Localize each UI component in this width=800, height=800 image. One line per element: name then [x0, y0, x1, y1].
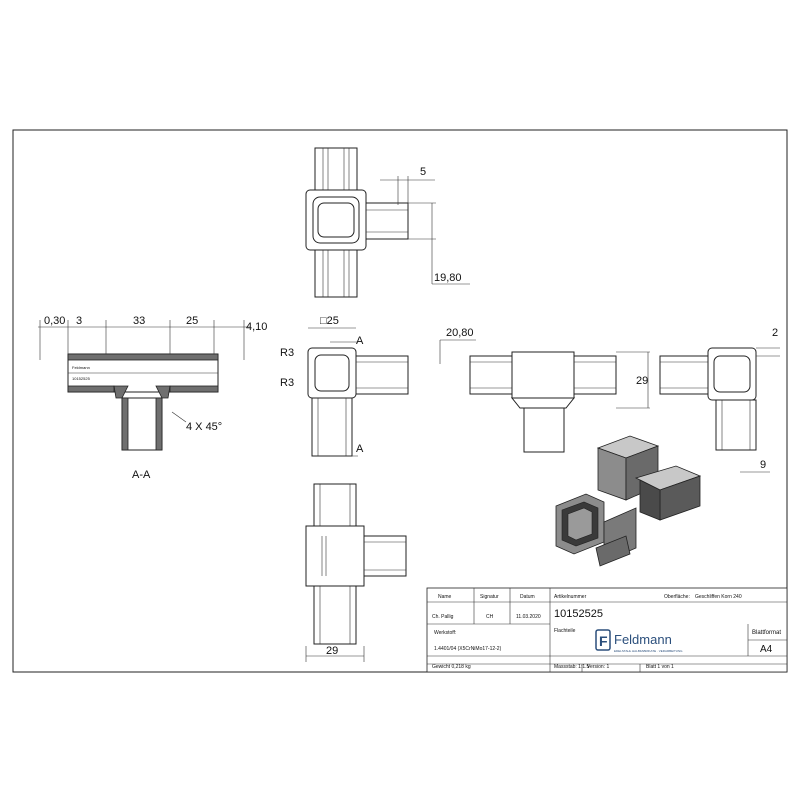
bottom-view: 29	[305, 483, 407, 662]
dim-end-9: 9	[760, 459, 766, 471]
tb-material-value: 1.4401/04 (X5CrNiMo17-12-2)	[434, 646, 502, 652]
tb-material-label: Werkstoff:	[434, 630, 456, 636]
end-view: 2 9	[659, 327, 780, 473]
dim-square-25: □25	[320, 315, 339, 327]
dim-height-19-80: 19,80	[434, 272, 462, 284]
side-view: 20,80 29	[439, 327, 650, 453]
tb-surface-value: Geschliffen Korn 240	[695, 594, 742, 600]
tb-scale: Massstab: 1:1.5	[554, 664, 590, 670]
tb-format-label: Blattformat	[752, 630, 781, 636]
dim-3: 3	[76, 315, 82, 327]
tb-weight: Gewicht 0,218 kg	[432, 664, 471, 670]
tb-sign: CH	[486, 614, 494, 620]
dim-overall-20-80: 20,80	[446, 327, 474, 339]
dim-end-2: 2	[772, 327, 778, 339]
tb-surface-label: Oberfläche:	[664, 594, 690, 600]
dim-chamfer: 4 X 45°	[186, 421, 222, 433]
isometric-view	[555, 435, 702, 567]
dim-0-30: 0,30	[44, 315, 65, 327]
section-label: A-A	[132, 469, 151, 481]
tb-format-value: A4	[760, 644, 773, 655]
logo-letter: F	[599, 633, 608, 649]
tb-header-date: Datum	[520, 594, 535, 600]
tb-drawn-by: Ch. Pallig	[432, 614, 454, 620]
section-view-a-a: Feldmann 10152525 0,30 3 33 25 4,10 4 X …	[38, 315, 267, 481]
dim-25: 25	[186, 315, 198, 327]
tb-header-name: Name	[438, 594, 452, 600]
front-view: □25 R3 R3 A A	[280, 315, 409, 457]
tb-article-number: 10152525	[554, 608, 603, 620]
feldmann-logo: F Feldmann EDELSTAHL HALBFABRIKATE · VER…	[595, 629, 683, 653]
dim-gap-5: 5	[420, 166, 426, 178]
dim-bottom-29: 29	[326, 645, 338, 657]
dim-33: 33	[133, 315, 145, 327]
tb-header-article: Artikelnummer	[554, 594, 587, 600]
top-view: 5 19,80	[305, 147, 470, 298]
svg-text:10152525: 10152525	[72, 376, 91, 381]
dim-height-29: 29	[636, 375, 648, 387]
dim-radius-bottom: R3	[280, 377, 294, 389]
logo-text: Feldmann	[614, 632, 672, 647]
logo-subtitle: EDELSTAHL HALBFABRIKATE · VERARBEITUNG	[614, 649, 683, 653]
dim-4-10: 4,10	[246, 321, 267, 333]
dim-radius-top: R3	[280, 347, 294, 359]
tb-sheet: Blatt 1 von 1	[646, 664, 674, 670]
svg-text:Feldmann: Feldmann	[72, 365, 90, 370]
cut-label-bottom: A	[356, 443, 364, 455]
tb-date: 11.03.2020	[516, 614, 541, 620]
cut-label-top: A	[356, 335, 364, 347]
tb-description: Flachteile	[554, 628, 576, 634]
drawing-frame	[12, 129, 788, 673]
tb-version: Version: 1	[587, 664, 609, 670]
tb-header-signature: Signatur	[480, 594, 499, 600]
